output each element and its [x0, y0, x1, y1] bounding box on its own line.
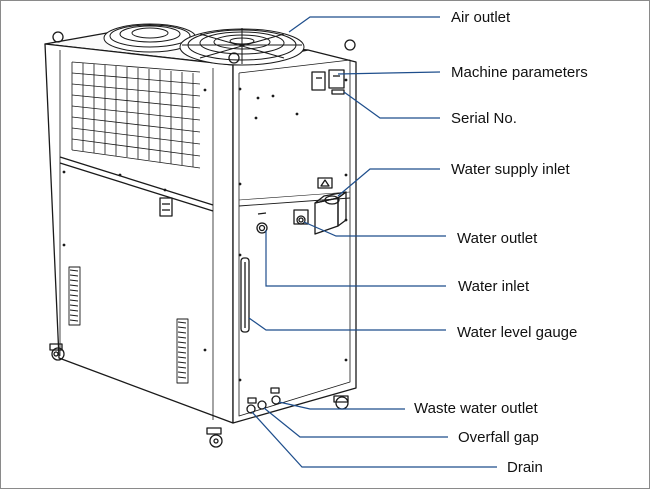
leader-overfall-gap [263, 407, 448, 438]
label-water-level-gauge: Water level gauge [457, 324, 578, 341]
label-serial-no: Serial No. [451, 110, 517, 127]
left-panel [44, 43, 234, 424]
leader-lines [248, 16, 497, 468]
label-water-outlet: Water outlet [457, 230, 538, 247]
vent-slots-left [68, 266, 81, 326]
fan-guards [103, 23, 305, 66]
leader-drain [251, 411, 497, 468]
leader-machine-parameters [337, 71, 441, 75]
leader-air-outlet [288, 16, 440, 33]
label-air-outlet: Air outlet [451, 9, 511, 26]
leader-water-outlet [303, 221, 446, 237]
label-water-inlet: Water inlet [458, 278, 530, 295]
vent-slots-right [176, 318, 189, 384]
leader-water-level-gauge [248, 317, 446, 331]
leader-waste-water-outlet [278, 401, 405, 410]
leader-water-supply-inlet [337, 168, 440, 197]
casters [49, 343, 349, 448]
label-waste-water-outlet: Waste water outlet [414, 400, 538, 417]
leader-water-inlet [265, 230, 446, 287]
label-machine-parameters: Machine parameters [451, 64, 588, 81]
air-grille [71, 61, 201, 169]
leader-serial-no [343, 91, 440, 119]
label-overfall-gap: Overfall gap [458, 429, 539, 446]
label-drain: Drain [507, 459, 543, 476]
label-water-supply-inlet: Water supply inlet [451, 161, 570, 178]
